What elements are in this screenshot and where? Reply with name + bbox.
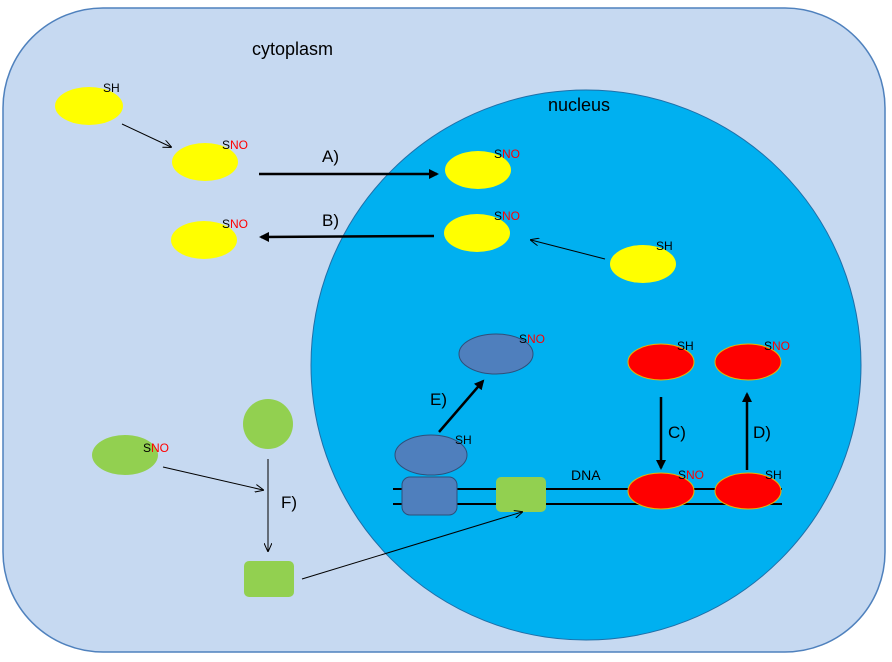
red-protein-sh-free — [627, 343, 695, 381]
yellow-protein-sno-nucleus-imported — [445, 151, 511, 189]
green-protein-dna-bound — [496, 477, 546, 512]
arrow-e-release — [438, 379, 485, 433]
blue-protein-dna-bound — [401, 476, 458, 516]
red-protein-sno-dna-bound — [627, 472, 695, 510]
sno-label: SNO — [764, 339, 790, 353]
dna-label: DNA — [571, 467, 601, 483]
nitrosylation-arrow-cytoplasm — [121, 123, 171, 147]
cytoplasm-label: cytoplasm — [252, 39, 333, 59]
red-protein-sh-dna-bound — [714, 472, 782, 510]
yellow-protein-sno-cytoplasm-exported — [171, 221, 237, 259]
sh-label: SH — [455, 433, 472, 447]
sh-label: SH — [103, 81, 120, 95]
arrow-f-from-sno — [162, 466, 263, 490]
sno-label: SNO — [678, 468, 704, 482]
step-a-label: A) — [322, 147, 339, 166]
yellow-protein-sh-cytoplasm — [55, 87, 123, 125]
step-c-label: C) — [668, 423, 686, 442]
sno-label: SNO — [519, 332, 545, 346]
sh-label: SH — [677, 339, 694, 353]
sno-label: SNO — [494, 209, 520, 223]
green-protein-sno — [92, 435, 158, 475]
arrow-b-export — [259, 231, 435, 242]
yellow-protein-sh-nucleus — [610, 245, 676, 283]
arrow-translocation-to-dna — [301, 512, 522, 580]
nitrosylation-arrow-nucleus — [531, 240, 606, 260]
sh-label: SH — [656, 239, 673, 253]
yellow-protein-sno-cytoplasm — [172, 143, 238, 181]
step-f-label: F) — [281, 493, 297, 512]
blue-protein-sno — [458, 333, 534, 375]
green-protein-square-cytoplasm — [244, 561, 294, 597]
red-protein-sno-free — [714, 343, 782, 381]
sno-label: SNO — [494, 147, 520, 161]
sh-label: SH — [765, 468, 782, 482]
sno-label: SNO — [222, 138, 248, 152]
blue-protein-sh — [394, 434, 468, 476]
yellow-protein-sno-nucleus-export — [444, 214, 510, 252]
step-d-label: D) — [753, 423, 771, 442]
sno-label: SNO — [143, 441, 169, 455]
sno-label: SNO — [222, 217, 248, 231]
step-b-label: B) — [322, 211, 339, 230]
nucleus-label: nucleus — [548, 95, 610, 115]
step-e-label: E) — [430, 390, 447, 409]
green-protein-circle — [243, 399, 293, 449]
